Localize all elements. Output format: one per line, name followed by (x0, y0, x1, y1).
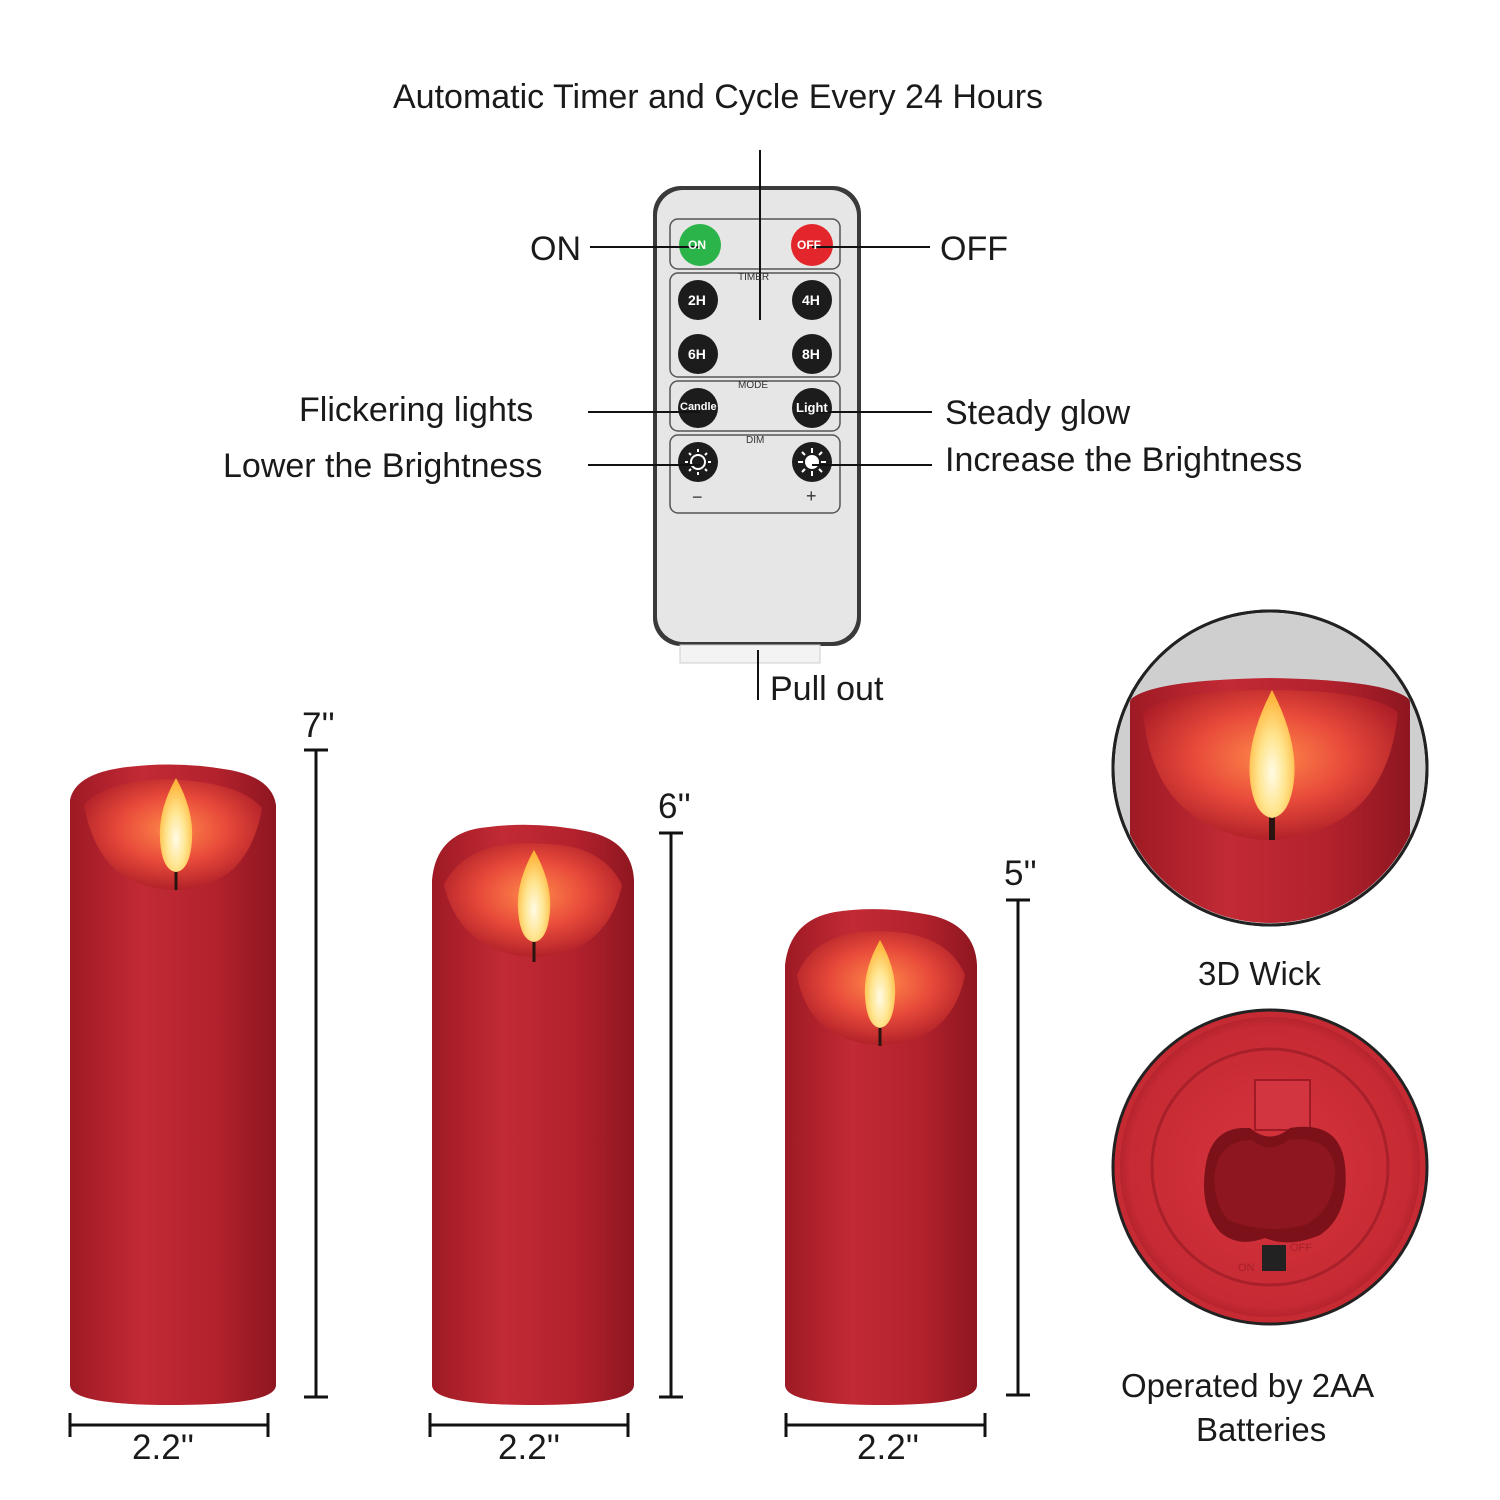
candle-1-width: 2.2'' (132, 1428, 195, 1467)
light-mode-button (792, 388, 832, 428)
battery-caption-line1: Operated by 2AA (1121, 1367, 1375, 1404)
timer-2h-label[interactable]: 2H (688, 292, 706, 308)
candle-mode-label[interactable]: Candle (680, 401, 717, 413)
timer-4h-button (792, 280, 832, 320)
candle-mode-button (678, 388, 718, 428)
dim-high-icon (798, 448, 826, 476)
candle-6in (432, 824, 634, 1405)
wick-detail-circle (1111, 609, 1429, 927)
battery-off-mark: OFF (1290, 1242, 1312, 1254)
battery-on-mark: ON (1238, 1262, 1255, 1274)
timer-section-label: TIMER (738, 272, 770, 283)
battery-detail-circle (1111, 1008, 1429, 1326)
callout-off: OFF (940, 230, 1008, 268)
callout-steady: Steady glow (945, 394, 1131, 432)
off-button-label[interactable]: OFF (797, 238, 821, 252)
flame-icon (1249, 690, 1295, 818)
dim-plus-label: + (806, 486, 817, 506)
callout-increase: Increase the Brightness (945, 441, 1303, 479)
remote-callout-lines (588, 150, 932, 700)
power-switch (1262, 1245, 1286, 1271)
callout-lower: Lower the Brightness (223, 447, 543, 485)
on-button (679, 224, 721, 266)
dim-section-label: DIM (746, 435, 765, 446)
light-mode-label[interactable]: Light (796, 400, 828, 415)
candle-5in (785, 909, 977, 1405)
timer-6h-label[interactable]: 6H (688, 346, 706, 362)
on-button-label[interactable]: ON (688, 238, 706, 252)
candle-1-height: 7'' (302, 706, 335, 745)
wick-caption: 3D Wick (1198, 955, 1321, 992)
candle-3-width: 2.2'' (857, 1428, 920, 1467)
dim-minus-button (678, 442, 718, 482)
dim-low-icon (685, 449, 711, 475)
candle-3-height: 5'' (1004, 854, 1037, 893)
candle-2-height: 6'' (658, 787, 691, 826)
battery-latch (1254, 1079, 1311, 1131)
timer-6h-button (678, 334, 718, 374)
flame-icon (864, 940, 896, 1028)
candle-7in (70, 764, 276, 1405)
page-title: Automatic Timer and Cycle Every 24 Hours (393, 78, 1044, 116)
flame-icon (517, 850, 551, 942)
remote-control (653, 186, 861, 664)
timer-8h-label[interactable]: 8H (802, 346, 820, 362)
timer-2h-button (678, 280, 718, 320)
callout-flickering: Flickering lights (299, 391, 534, 429)
timer-8h-button (792, 334, 832, 374)
battery-caption-line2: Batteries (1196, 1411, 1327, 1448)
pull-tab (679, 644, 821, 664)
callout-pull-out: Pull out (770, 670, 884, 708)
timer-4h-label[interactable]: 4H (802, 292, 820, 308)
mode-section-label: MODE (738, 380, 768, 391)
flame-icon (159, 778, 193, 872)
callout-on: ON (530, 230, 581, 268)
dimension-lines (68, 748, 1030, 1437)
candle-2-width: 2.2'' (498, 1428, 561, 1467)
dim-minus-label: − (692, 487, 703, 507)
off-button (791, 224, 833, 266)
